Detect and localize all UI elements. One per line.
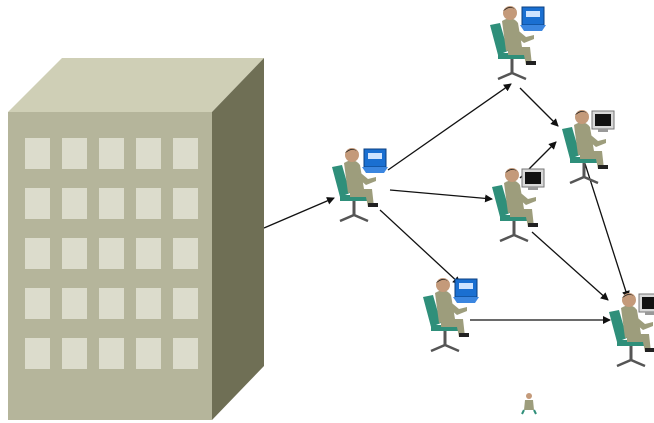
workers bbox=[332, 6, 654, 368]
building-window bbox=[99, 138, 124, 169]
seated-worker-laptop-icon bbox=[490, 6, 546, 81]
building-window bbox=[99, 338, 124, 369]
seated-worker-monitor-icon bbox=[609, 293, 654, 368]
building-side bbox=[212, 58, 264, 420]
building-window bbox=[136, 238, 161, 269]
seated-worker-monitor-icon bbox=[492, 168, 545, 243]
building-window bbox=[62, 138, 87, 169]
building-window bbox=[62, 188, 87, 219]
building-window bbox=[173, 288, 198, 319]
building-window bbox=[99, 288, 124, 319]
building-window bbox=[173, 138, 198, 169]
building-window bbox=[136, 288, 161, 319]
building-window bbox=[173, 188, 198, 219]
building-roof bbox=[8, 58, 264, 112]
connection-arrow bbox=[531, 231, 609, 301]
building-window bbox=[136, 138, 161, 169]
connection-arrow bbox=[579, 147, 630, 299]
building-window bbox=[62, 288, 87, 319]
building-window bbox=[99, 238, 124, 269]
building-window bbox=[136, 188, 161, 219]
building-window bbox=[25, 138, 50, 169]
connection-arrow bbox=[387, 83, 512, 171]
seated-worker-laptop-icon bbox=[423, 278, 479, 353]
building-window bbox=[25, 188, 50, 219]
seated-worker-monitor-icon bbox=[562, 110, 615, 185]
connection-arrow bbox=[263, 197, 335, 229]
small-figure-icon bbox=[521, 393, 537, 415]
building-window bbox=[136, 338, 161, 369]
connection-arrow bbox=[389, 189, 493, 203]
connection-arrow bbox=[519, 87, 559, 127]
office-building-icon bbox=[8, 58, 264, 420]
building-window bbox=[25, 338, 50, 369]
seated-worker-laptop-icon bbox=[332, 148, 388, 223]
connection-arrow bbox=[379, 209, 461, 285]
building-window bbox=[173, 238, 198, 269]
building-window bbox=[25, 238, 50, 269]
building-window bbox=[62, 338, 87, 369]
building-window bbox=[99, 188, 124, 219]
building-window bbox=[173, 338, 198, 369]
building-window bbox=[25, 288, 50, 319]
building-window bbox=[62, 238, 87, 269]
